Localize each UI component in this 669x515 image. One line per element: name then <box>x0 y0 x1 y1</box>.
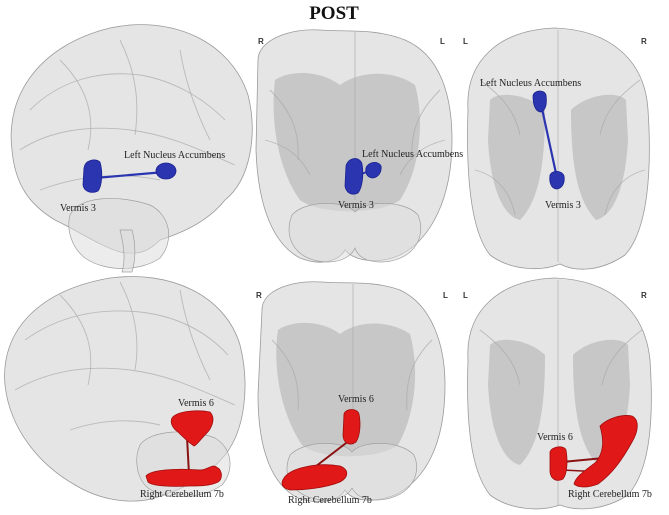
label-right-cerebellum-7b: Right Cerebellum 7b <box>568 489 652 500</box>
panel-top-sagittal: Left Nucleus Accumbens Vermis 3 <box>11 25 252 272</box>
vermis-3-region <box>83 160 102 192</box>
label-right-cerebellum-7b: Right Cerebellum 7b <box>140 489 224 500</box>
left-nucleus-accumbens-region <box>533 91 546 112</box>
orientation-left: L <box>463 37 468 46</box>
vermis-6-region <box>550 447 567 481</box>
orientation-right: R <box>641 37 647 46</box>
label-vermis-6: Vermis 6 <box>338 394 374 405</box>
label-vermis-3: Vermis 3 <box>545 200 581 211</box>
orientation-right: R <box>258 37 264 46</box>
label-vermis-6: Vermis 6 <box>178 398 214 409</box>
figure-title: POST <box>309 3 359 24</box>
panel-bottom-coronal: R L Vermis 6 Right Cerebellum 7b <box>256 282 448 506</box>
label-vermis-3: Vermis 3 <box>338 200 374 211</box>
panel-bottom-axial: L R Vermis 6 Right Cerebellum 7b <box>463 278 652 509</box>
vermis-3-region <box>345 159 363 195</box>
orientation-right: R <box>641 291 647 300</box>
label-left-nucleus-accumbens: Left Nucleus Accumbens <box>362 149 463 160</box>
panel-top-axial: L R Left Nucleus Accumbens Vermis 3 <box>463 28 649 269</box>
left-nucleus-accumbens-region <box>156 163 176 179</box>
cerebellum-surface <box>137 432 230 497</box>
vermis-6-region <box>343 410 360 445</box>
orientation-left: L <box>443 291 448 300</box>
vermis-3-region <box>550 171 564 189</box>
orientation-right: R <box>256 291 262 300</box>
label-left-nucleus-accumbens: Left Nucleus Accumbens <box>480 78 581 89</box>
panel-top-coronal: R L Left Nucleus Accumbens Vermis 3 <box>256 30 463 262</box>
orientation-left: L <box>440 37 445 46</box>
panel-bottom-sagittal: Vermis 6 Right Cerebellum 7b <box>5 277 245 502</box>
label-left-nucleus-accumbens: Left Nucleus Accumbens <box>124 150 225 161</box>
label-right-cerebellum-7b: Right Cerebellum 7b <box>288 495 372 506</box>
orientation-left: L <box>463 291 468 300</box>
label-vermis-6: Vermis 6 <box>537 432 573 443</box>
label-vermis-3: Vermis 3 <box>60 203 96 214</box>
